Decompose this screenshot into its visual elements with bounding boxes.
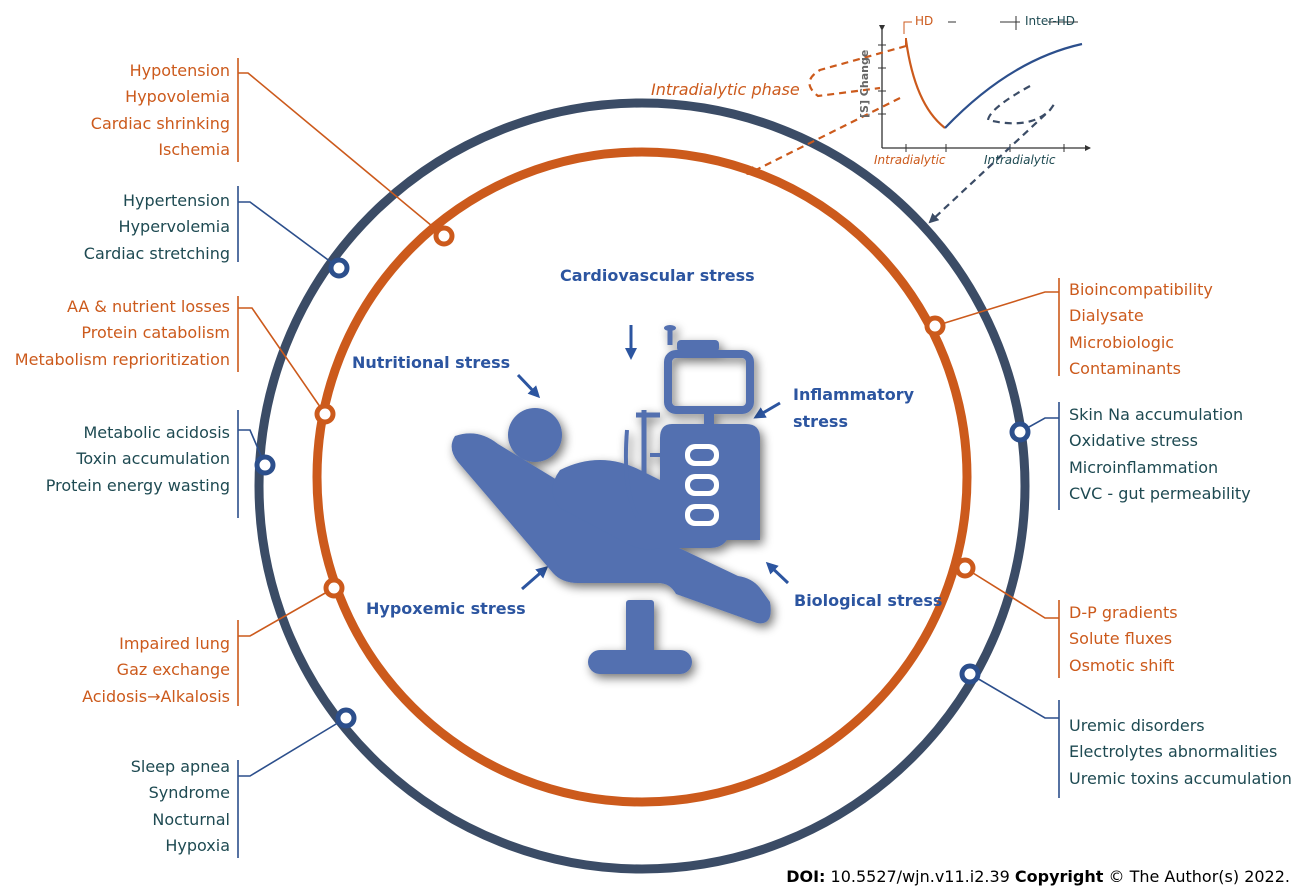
label-line: Uremic toxins accumulation <box>1069 768 1292 788</box>
doi-value: 10.5527/wjn.v11.i2.39 <box>830 867 1010 886</box>
dialysis-chair-icon <box>451 325 771 674</box>
inset-hd-label: HD <box>915 14 934 28</box>
left-connectors <box>237 58 445 858</box>
label-line: Protein energy wasting <box>45 475 230 495</box>
label-line: Syndrome <box>148 783 230 803</box>
group-hypertension: Hypertension Hypervolemia Cardiac stretc… <box>84 188 230 267</box>
label-line: Cardiac shrinking <box>90 113 230 133</box>
ring-nodes <box>254 225 1031 729</box>
inset-y-axis-label: [S] Change <box>858 50 871 118</box>
inset-inter-hd-label: Inter-HD <box>1025 14 1075 28</box>
copyright-value: © The Author(s) 2022. <box>1108 867 1290 886</box>
inflammatory-stress-label-line2: stress <box>793 412 848 431</box>
group-nutrient: AA & nutrient losses Protein catabolism … <box>15 294 230 373</box>
label-line: Hypovolemia <box>125 87 230 107</box>
label-line: Gaz exchange <box>116 660 230 680</box>
hypoxemic-stress-label: Hypoxemic stress <box>366 599 526 618</box>
label-line: Protein catabolism <box>81 323 230 343</box>
label-line: Oxidative stress <box>1069 431 1198 451</box>
label-line: Solute fluxes <box>1069 629 1173 649</box>
label-line: Electrolytes abnormalities <box>1069 742 1278 762</box>
label-line: Contaminants <box>1069 358 1181 378</box>
label-line: Hypoxia <box>165 835 230 855</box>
group-acidosis: Metabolic acidosis Toxin accumulation Pr… <box>46 420 230 499</box>
group-gradients: D-P gradients Solute fluxes Osmotic shif… <box>1069 600 1178 679</box>
label-line: Nocturnal <box>152 809 230 829</box>
label-line: Hypervolemia <box>118 217 230 237</box>
group-skin: Skin Na accumulation Oxidative stress Mi… <box>1069 402 1251 507</box>
label-line: CVC - gut permeability <box>1069 483 1251 503</box>
label-line: Bioincompatibility <box>1069 280 1213 299</box>
right-connectors <box>934 278 1060 798</box>
label-line: Dialysate <box>1069 306 1144 326</box>
label-line: Hypotension <box>129 61 230 80</box>
cardiovascular-stress-label: Cardiovascular stress <box>560 266 755 285</box>
label-line: Skin Na accumulation <box>1069 405 1244 424</box>
label-line: Acidosis→Alkalosis <box>82 686 230 706</box>
doi-label: DOI: <box>786 867 826 886</box>
label-line: Microbiologic <box>1069 332 1175 352</box>
group-lung: Impaired lung Gaz exchange Acidosis→Alka… <box>82 631 230 710</box>
group-hypotension: Hypotension Hypovolemia Cardiac shrinkin… <box>91 58 230 163</box>
stress-arrows <box>516 325 790 591</box>
label-line: Sleep apnea <box>130 757 230 776</box>
inset-x-left-label: Intradialytic <box>874 153 946 167</box>
intradialytic-phase-label: Intradialytic phase <box>651 80 800 99</box>
label-line: Metabolism reprioritization <box>14 349 230 369</box>
label-line: AA & nutrient losses <box>67 297 230 316</box>
outer-ring <box>254 98 1030 874</box>
label-line: Ischemia <box>158 139 230 159</box>
inner-ring <box>312 147 972 807</box>
label-line: Metabolic acidosis <box>83 423 230 442</box>
label-line: Osmotic shift <box>1069 655 1175 675</box>
label-line: Impaired lung <box>119 634 230 653</box>
label-line: D-P gradients <box>1069 603 1178 622</box>
copyright-label: Copyright <box>1014 867 1104 886</box>
label-line: Hypertension <box>122 191 230 210</box>
doi-caption: DOI: 10.5527/wjn.v11.i2.39 Copyright © T… <box>750 867 1290 886</box>
inset-chart: [S] Change <box>746 16 1091 224</box>
inset-x-right-label: Intradialytic <box>984 153 1056 167</box>
group-uremic: Uremic disorders Electrolytes abnormalit… <box>1069 713 1292 792</box>
nutritional-stress-label: Nutritional stress <box>352 353 511 372</box>
label-line: Uremic disorders <box>1069 716 1205 735</box>
label-line: Microinflammation <box>1069 457 1219 477</box>
group-sleep: Sleep apnea Syndrome Nocturnal Hypoxia <box>131 754 230 859</box>
biological-stress-label: Biological stress <box>794 591 943 610</box>
group-bioincompatibility: Bioincompatibility Dialysate Microbiolog… <box>1069 277 1213 382</box>
inflammatory-stress-label-line1: Inflammatory <box>793 385 915 404</box>
label-line: Cardiac stretching <box>83 243 230 263</box>
label-line: Toxin accumulation <box>76 449 230 469</box>
